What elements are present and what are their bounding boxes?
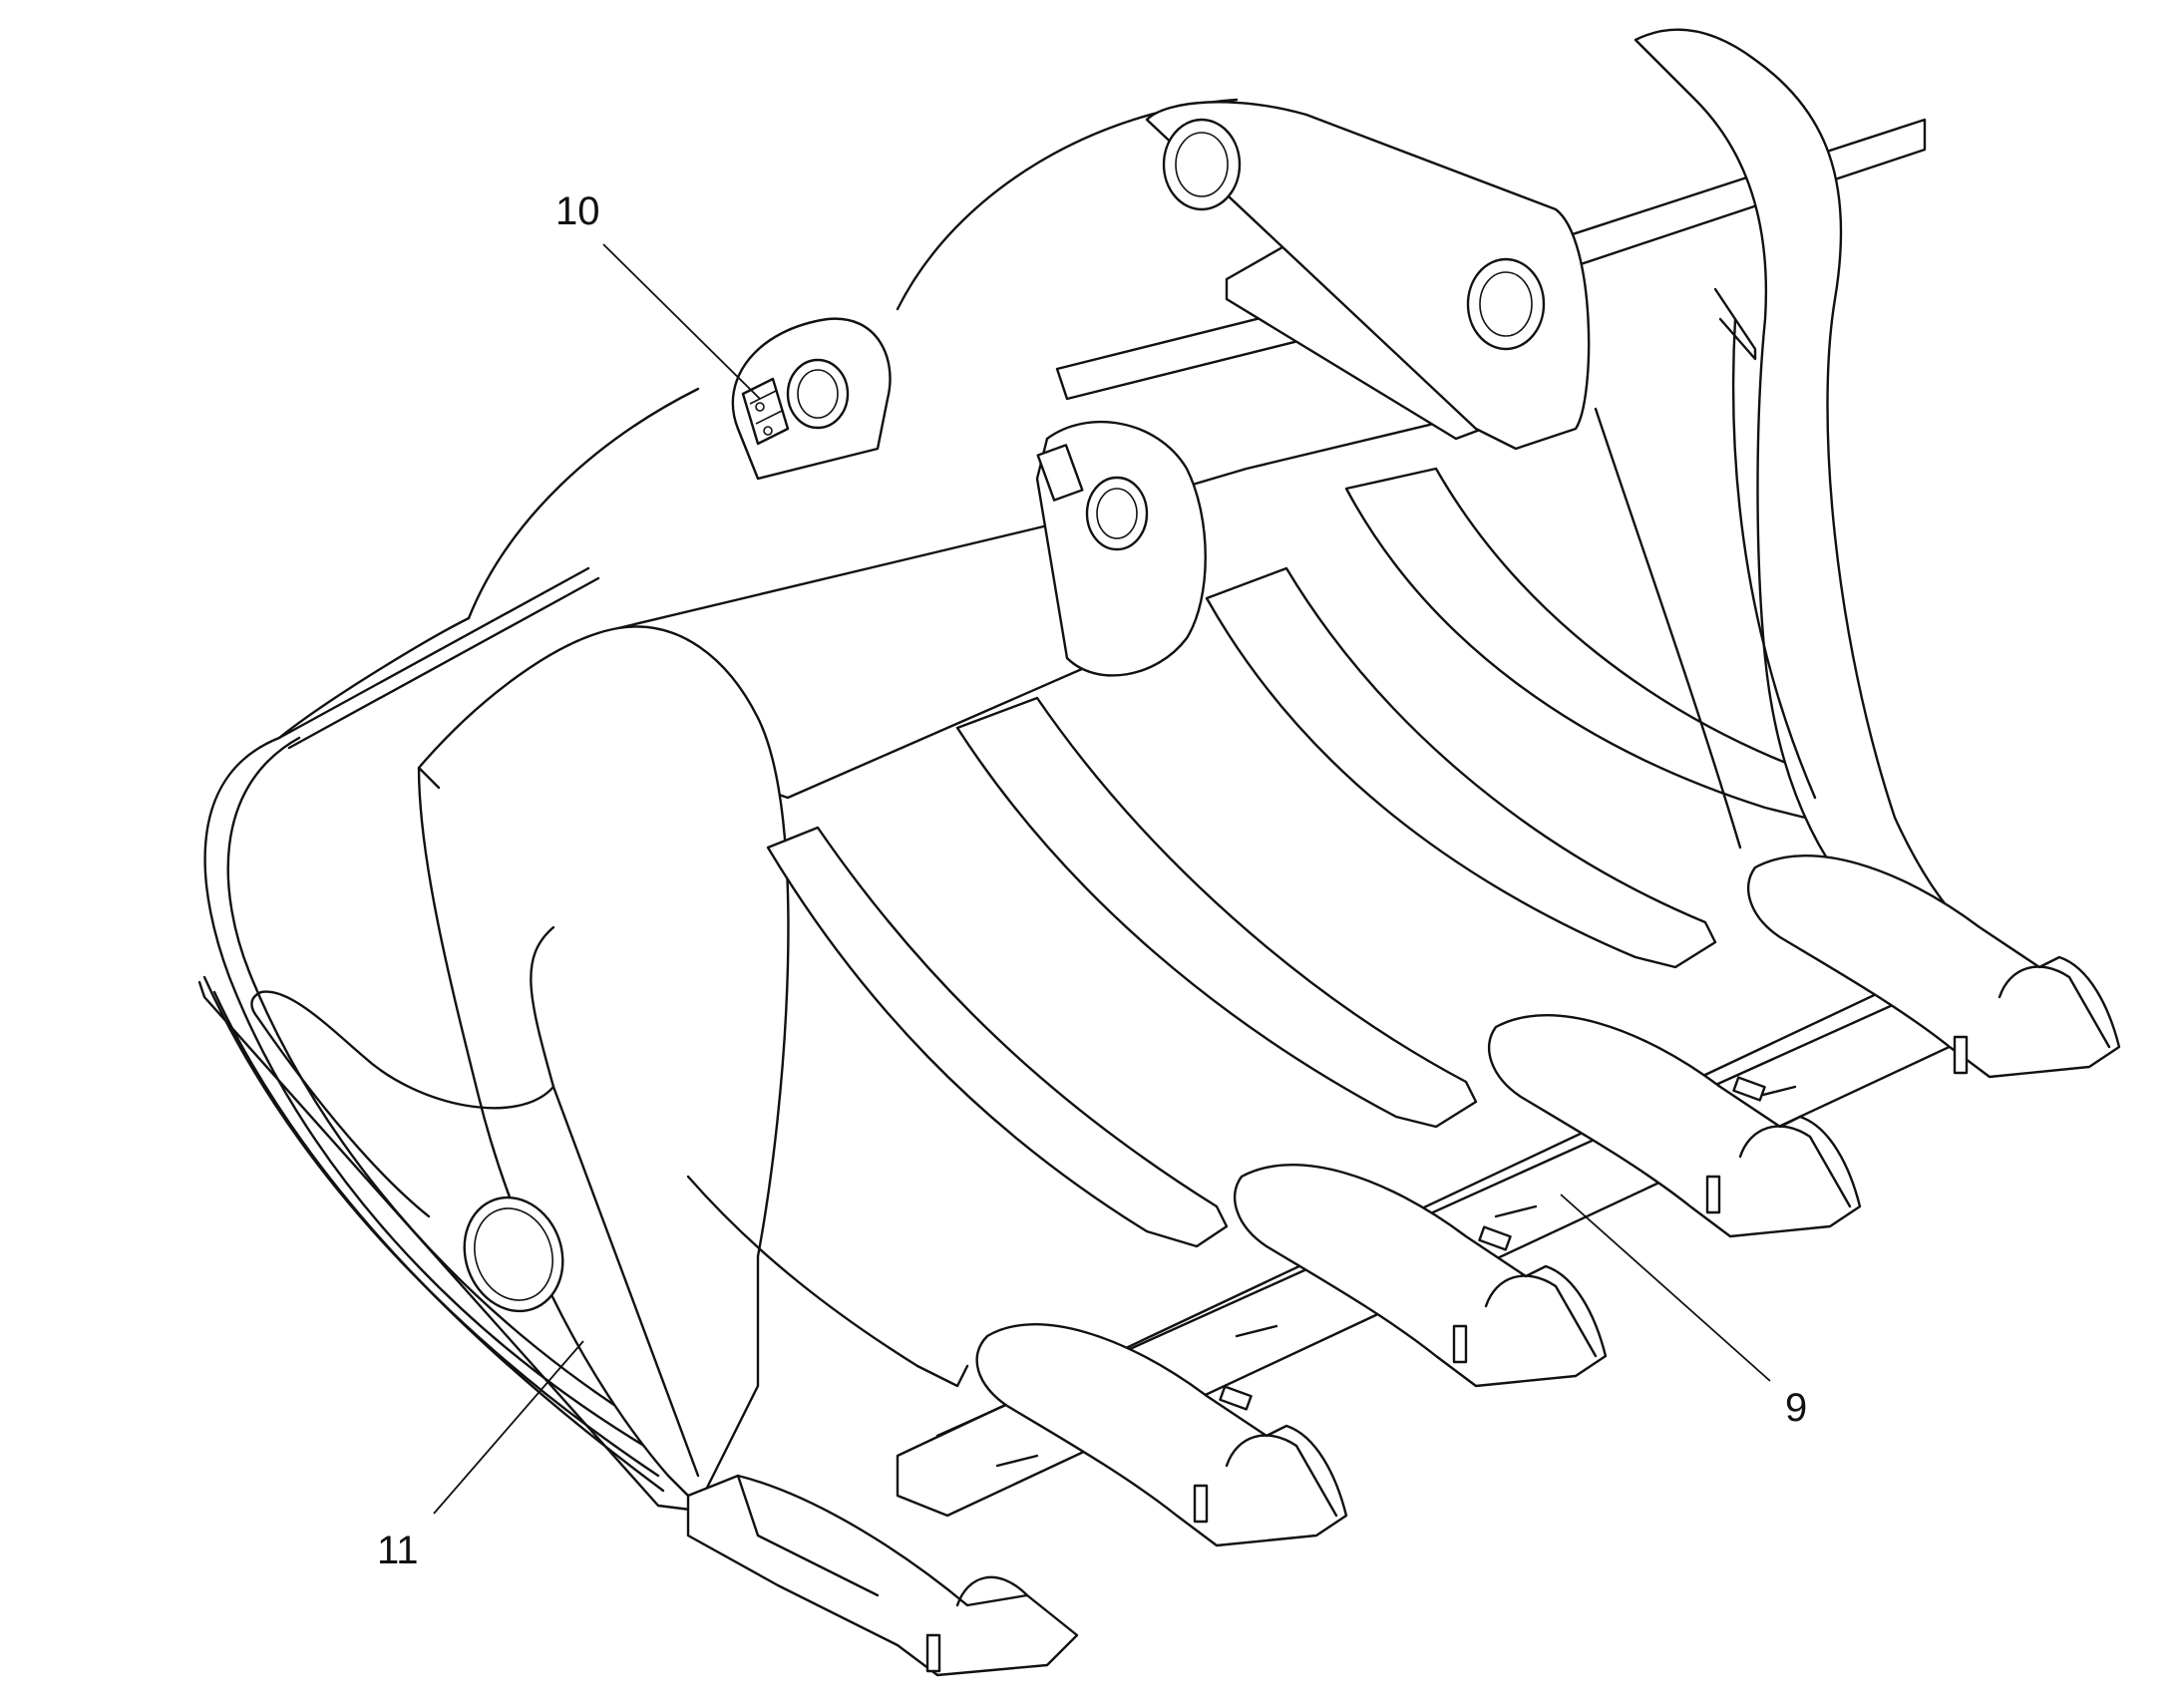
callout-9: 9 [1785,1386,1807,1430]
callout-11: 11 [377,1529,419,1572]
callout-10: 10 [555,189,600,233]
side-plate [250,625,790,1508]
teeth [686,854,2121,1677]
bucket-shell [197,98,1239,1513]
leader-lines [433,243,1771,1515]
leader-11 [433,1340,584,1515]
leader-9 [1560,1194,1771,1382]
leader-10 [602,243,761,400]
mounting-lugs [731,101,1591,677]
